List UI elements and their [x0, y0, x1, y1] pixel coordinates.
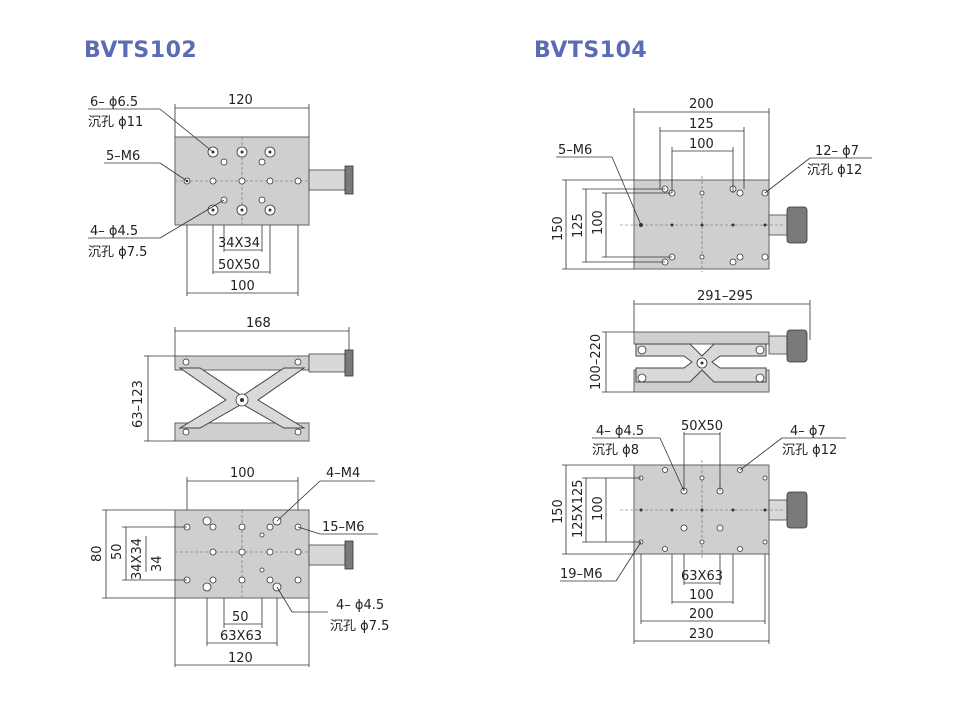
label-rb-4-hole: 4– ϕ4.5 — [596, 424, 644, 439]
label-rb-4-hole-cb: 沉孔 ϕ8 — [592, 443, 639, 458]
knob-icon — [344, 540, 354, 570]
model-title-bvts104: BVTS104 — [534, 38, 648, 63]
label-4-m4: 4–M4 — [326, 466, 360, 481]
dim-100-220: 100–220 — [589, 334, 604, 390]
label-base-4-hole-cb: 沉孔 ϕ7.5 — [330, 619, 389, 634]
dim-rb-100: 100 — [689, 588, 714, 603]
dim-base-100: 100 — [230, 466, 255, 481]
dim-r-150: 150 — [551, 216, 566, 241]
dim-63-123: 63–123 — [131, 380, 146, 428]
label-4-hole: 4– ϕ4.5 — [90, 224, 138, 239]
label-r-5-m6: 5–M6 — [558, 143, 592, 158]
label-r-12-hole-cb: 沉孔 ϕ12 — [807, 163, 862, 178]
dim-34: 34 — [150, 555, 165, 572]
dim-120: 120 — [228, 93, 253, 108]
bvts104-side-view: 291–295 100–220 — [589, 289, 811, 393]
hole-grid — [183, 146, 302, 216]
dim-rb-230: 230 — [689, 627, 714, 642]
dim-100: 100 — [230, 279, 255, 294]
label-6-hole-cb: 沉孔 ϕ11 — [88, 115, 143, 130]
dim-r-125: 125 — [689, 117, 714, 132]
label-5-m6: 5–M6 — [106, 149, 140, 164]
dim-rb-150: 150 — [551, 499, 566, 524]
dim-63x63: 63X63 — [220, 629, 262, 644]
bvts104-top-view: 200 125 100 5–M6 12– ϕ7 沉孔 ϕ12 150 125 1… — [551, 97, 872, 272]
bvts102-base-view: 100 4–M4 15–M6 80 50 34X34 34 4– ϕ4.5 沉孔… — [90, 466, 389, 667]
dim-rb-63x63: 63X63 — [681, 569, 723, 584]
dim-r-125-vert: 125 — [571, 213, 586, 238]
dim-rb-50x50: 50X50 — [681, 419, 723, 434]
side-base-plate — [174, 422, 310, 442]
dim-base-50: 50 — [232, 610, 249, 625]
dim-base-120: 120 — [228, 651, 253, 666]
dim-rb-125x125: 125X125 — [571, 479, 586, 538]
label-4-hole-cb: 沉孔 ϕ7.5 — [88, 245, 147, 260]
dim-rb-200: 200 — [689, 607, 714, 622]
label-rb-4-hole-7: 4– ϕ7 — [790, 424, 826, 439]
label-6-hole: 6– ϕ6.5 — [90, 95, 138, 110]
dim-291-295: 291–295 — [697, 289, 753, 304]
bvts102-top-view: 120 6– ϕ6.5 沉孔 ϕ11 5–M6 4– ϕ4.5 沉孔 ϕ7.5 … — [88, 93, 354, 296]
label-15-m6: 15–M6 — [322, 520, 365, 535]
label-rb-19-m6: 19–M6 — [560, 567, 603, 582]
dim-50: 50 — [110, 543, 125, 560]
dim-r-200: 200 — [689, 97, 714, 112]
knob-icon — [344, 349, 354, 377]
label-r-12-hole: 12– ϕ7 — [815, 144, 859, 159]
dim-34x34: 34X34 — [218, 236, 260, 251]
knob-icon — [344, 165, 354, 195]
dim-r-100: 100 — [689, 137, 714, 152]
knob-body — [308, 169, 346, 191]
knob-icon — [786, 491, 808, 529]
label-rb-4-hole-7-cb: 沉孔 ϕ12 — [782, 443, 837, 458]
dim-rb-100-vert: 100 — [591, 496, 606, 521]
dim-80: 80 — [90, 545, 105, 562]
knob-icon — [786, 206, 808, 244]
dim-34x34-vert: 34X34 — [130, 538, 145, 580]
model-title-bvts102: BVTS102 — [84, 38, 198, 63]
bvts102-side-view: 168 63–123 — [131, 316, 354, 442]
bvts104-base-view: 4– ϕ4.5 沉孔 ϕ8 50X50 4– ϕ7 沉孔 ϕ12 150 125… — [551, 419, 846, 644]
knob-icon — [786, 329, 808, 363]
dim-r-100-vert: 100 — [591, 210, 606, 235]
dim-168: 168 — [246, 316, 271, 331]
r-side-top — [633, 331, 770, 345]
dim-50x50: 50X50 — [218, 258, 260, 273]
label-base-4-hole: 4– ϕ4.5 — [336, 598, 384, 613]
